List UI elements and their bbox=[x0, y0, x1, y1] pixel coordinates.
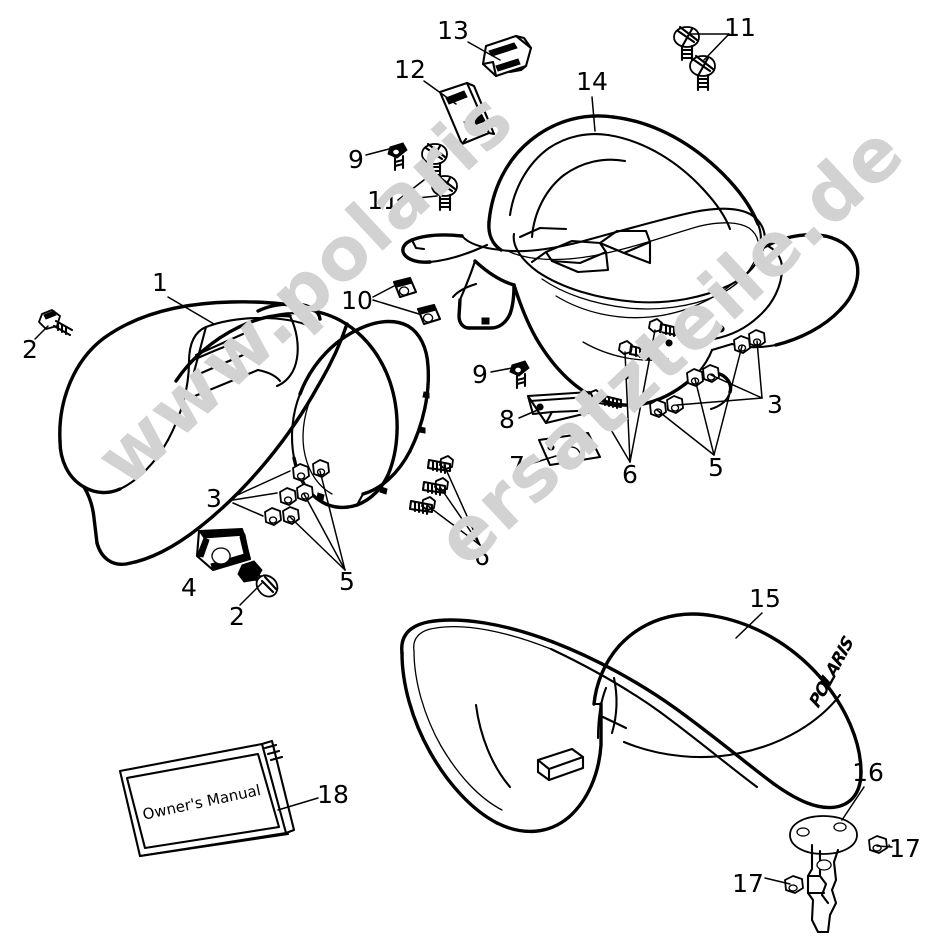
washer-nut-cluster-left bbox=[264, 459, 330, 526]
callout-9-clip-nut-upper: 9 bbox=[348, 145, 364, 174]
callout-4-mounting-bracket: 4 bbox=[181, 573, 197, 602]
callout-3-washer-group-left: 3 bbox=[206, 484, 222, 513]
callout-2-screw-front-fender: 2 bbox=[22, 335, 38, 364]
part-seat-assembly bbox=[400, 612, 863, 834]
callout-12-latch-striker-long: 12 bbox=[394, 55, 426, 84]
callout-2-screw-bracket: 2 bbox=[229, 602, 245, 631]
callout-11-screw-group-left: 11 bbox=[367, 186, 399, 215]
callout-17-nut-latch-right: 17 bbox=[889, 834, 921, 863]
callout-9-clip-nut-lower: 9 bbox=[472, 360, 488, 389]
part-latch-striker-long bbox=[438, 81, 496, 146]
part-screw-group-left bbox=[421, 142, 458, 212]
part-screw-bracket bbox=[237, 560, 279, 598]
bolt-group-left bbox=[408, 455, 454, 516]
callout-8-reflector-pad: 8 bbox=[499, 405, 515, 434]
part-mounting-bracket bbox=[195, 527, 252, 572]
part-clip-nut-upper bbox=[387, 142, 408, 172]
callout-10-square-clip-group: 10 bbox=[341, 286, 373, 315]
part-clip-nut-lower bbox=[509, 360, 530, 390]
part-front-fender bbox=[58, 300, 431, 566]
callout-17-nut-latch-left: 17 bbox=[732, 869, 764, 898]
callout-6-bolt-group-right: 6 bbox=[622, 460, 638, 489]
part-plate-gasket bbox=[537, 431, 602, 467]
callout-3-washer-group-right: 3 bbox=[767, 390, 783, 419]
callout-14-rear-fender-assembly: 14 bbox=[576, 67, 608, 96]
part-seat-latch-hook bbox=[784, 815, 888, 934]
callout-11-screw-group-right: 11 bbox=[724, 13, 756, 42]
callout-7-plate-gasket: 7 bbox=[509, 451, 525, 480]
callout-13-latch-striker-short: 13 bbox=[437, 16, 469, 45]
part-square-clip-group bbox=[392, 276, 442, 326]
callout-5-nut-group-right: 5 bbox=[708, 453, 724, 482]
part-owners-manual bbox=[118, 739, 296, 858]
part-screw-group-right bbox=[673, 25, 716, 92]
callout-6-bolt-group-left: 6 bbox=[474, 542, 490, 571]
callout-15-seat-assembly: 15 bbox=[749, 584, 781, 613]
callout-16-seat-latch-hook: 16 bbox=[852, 758, 884, 787]
callout-1-front-fender: 1 bbox=[152, 268, 168, 297]
callout-5-nut-group-left: 5 bbox=[339, 567, 355, 596]
part-screw-front-fender bbox=[38, 309, 74, 337]
callout-18-owners-manual: 18 bbox=[317, 780, 349, 809]
part-latch-striker-short bbox=[481, 34, 533, 78]
leader-lines bbox=[34, 33, 893, 885]
